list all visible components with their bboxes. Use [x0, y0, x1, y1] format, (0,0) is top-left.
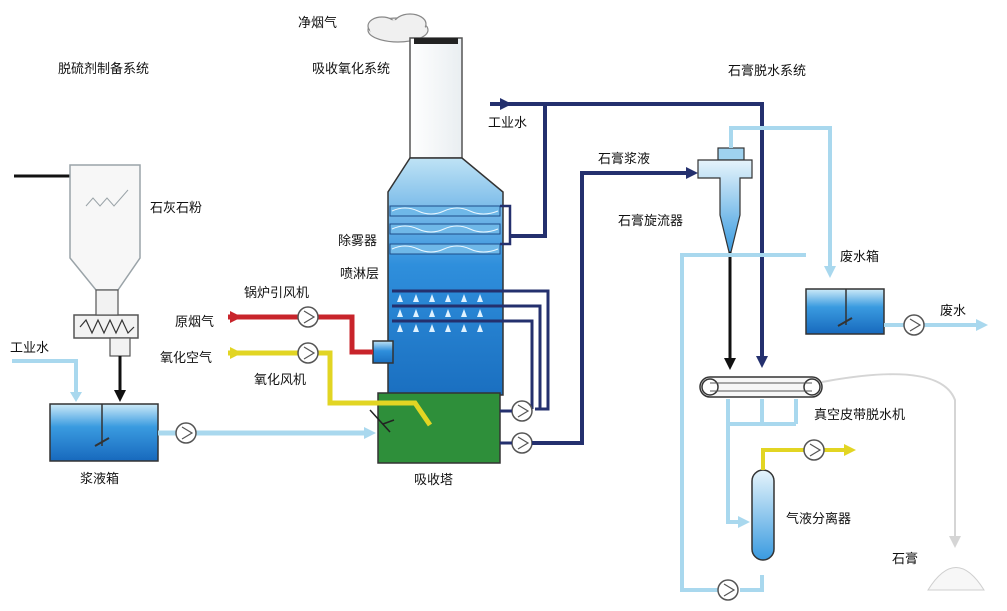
cyclone-underflow [724, 252, 736, 370]
limestone-silo [69, 164, 141, 291]
vacuum-line [761, 439, 856, 470]
limestone-label: 石灰石粉 [150, 201, 203, 216]
raw-gas-label: 原烟气 [175, 315, 215, 330]
recirculation-pipes [500, 289, 550, 411]
chimney [409, 37, 463, 159]
gas-liquid-separator [751, 469, 775, 561]
slurry-pump [175, 422, 197, 444]
oxidation-fan-label: 氧化风机 [254, 373, 307, 388]
clean-gas-label: 净烟气 [298, 16, 338, 31]
filtrate-pump [717, 579, 739, 601]
vacuum-belt-filter [699, 376, 823, 398]
waste-water-label: 废水 [940, 304, 967, 319]
separator-label: 气液分离器 [786, 512, 852, 527]
clean-gas-cloud [367, 13, 429, 43]
belt-filtrate-headers [726, 399, 798, 524]
raw-gas-line [228, 311, 373, 355]
screw-feeder [73, 289, 139, 357]
slurry-tank-label: 浆液箱 [80, 472, 120, 487]
industrial-water-top-pipe [490, 98, 768, 368]
section-prep-label: 脱硫剂制备系统 [58, 62, 150, 77]
boiler-fan [297, 306, 319, 328]
industrial-water-left-pipe [12, 359, 82, 402]
gypsum-discharge-path [821, 373, 956, 540]
waste-water-tank [805, 288, 885, 335]
gypsum-bleed-pump [511, 432, 533, 454]
gypsum-label: 石膏 [892, 552, 919, 567]
absorber-tower [369, 157, 504, 464]
section-dewater-label: 石膏脱水系统 [728, 64, 807, 79]
gypsum-slurry-label: 石膏浆液 [598, 152, 651, 167]
recirculation-pump [511, 400, 533, 422]
slurry-tank [49, 403, 159, 462]
demister-label: 除雾器 [338, 234, 378, 249]
spray-layer-label: 喷淋层 [340, 267, 380, 282]
hydrocyclone-label: 石膏旋流器 [618, 214, 684, 229]
boiler-fan-label: 锅炉引风机 [244, 286, 310, 301]
feed-down-arrow [114, 390, 126, 402]
gypsum-pile [927, 567, 985, 591]
filtrate-return-loop [680, 253, 806, 592]
oxidation-fan [297, 342, 319, 364]
industrial-water-left-label: 工业水 [10, 341, 50, 356]
industrial-water-top-label: 工业水 [488, 116, 528, 131]
oxidation-air-label: 氧化空气 [160, 351, 213, 366]
waste-water-out [884, 314, 988, 336]
oxidation-air-line [228, 347, 433, 427]
hydrocyclone [697, 147, 753, 253]
gypsum-slurry-pipe [532, 167, 698, 445]
waste-water-tank-label: 废水箱 [840, 250, 880, 265]
cyclone-overflow [729, 126, 832, 270]
vacuum-belt-label: 真空皮带脱水机 [814, 408, 906, 423]
section-absorb-label: 吸收氧化系统 [312, 62, 391, 77]
demister-wash-loop [500, 204, 512, 246]
absorber-label: 吸收塔 [414, 473, 454, 488]
